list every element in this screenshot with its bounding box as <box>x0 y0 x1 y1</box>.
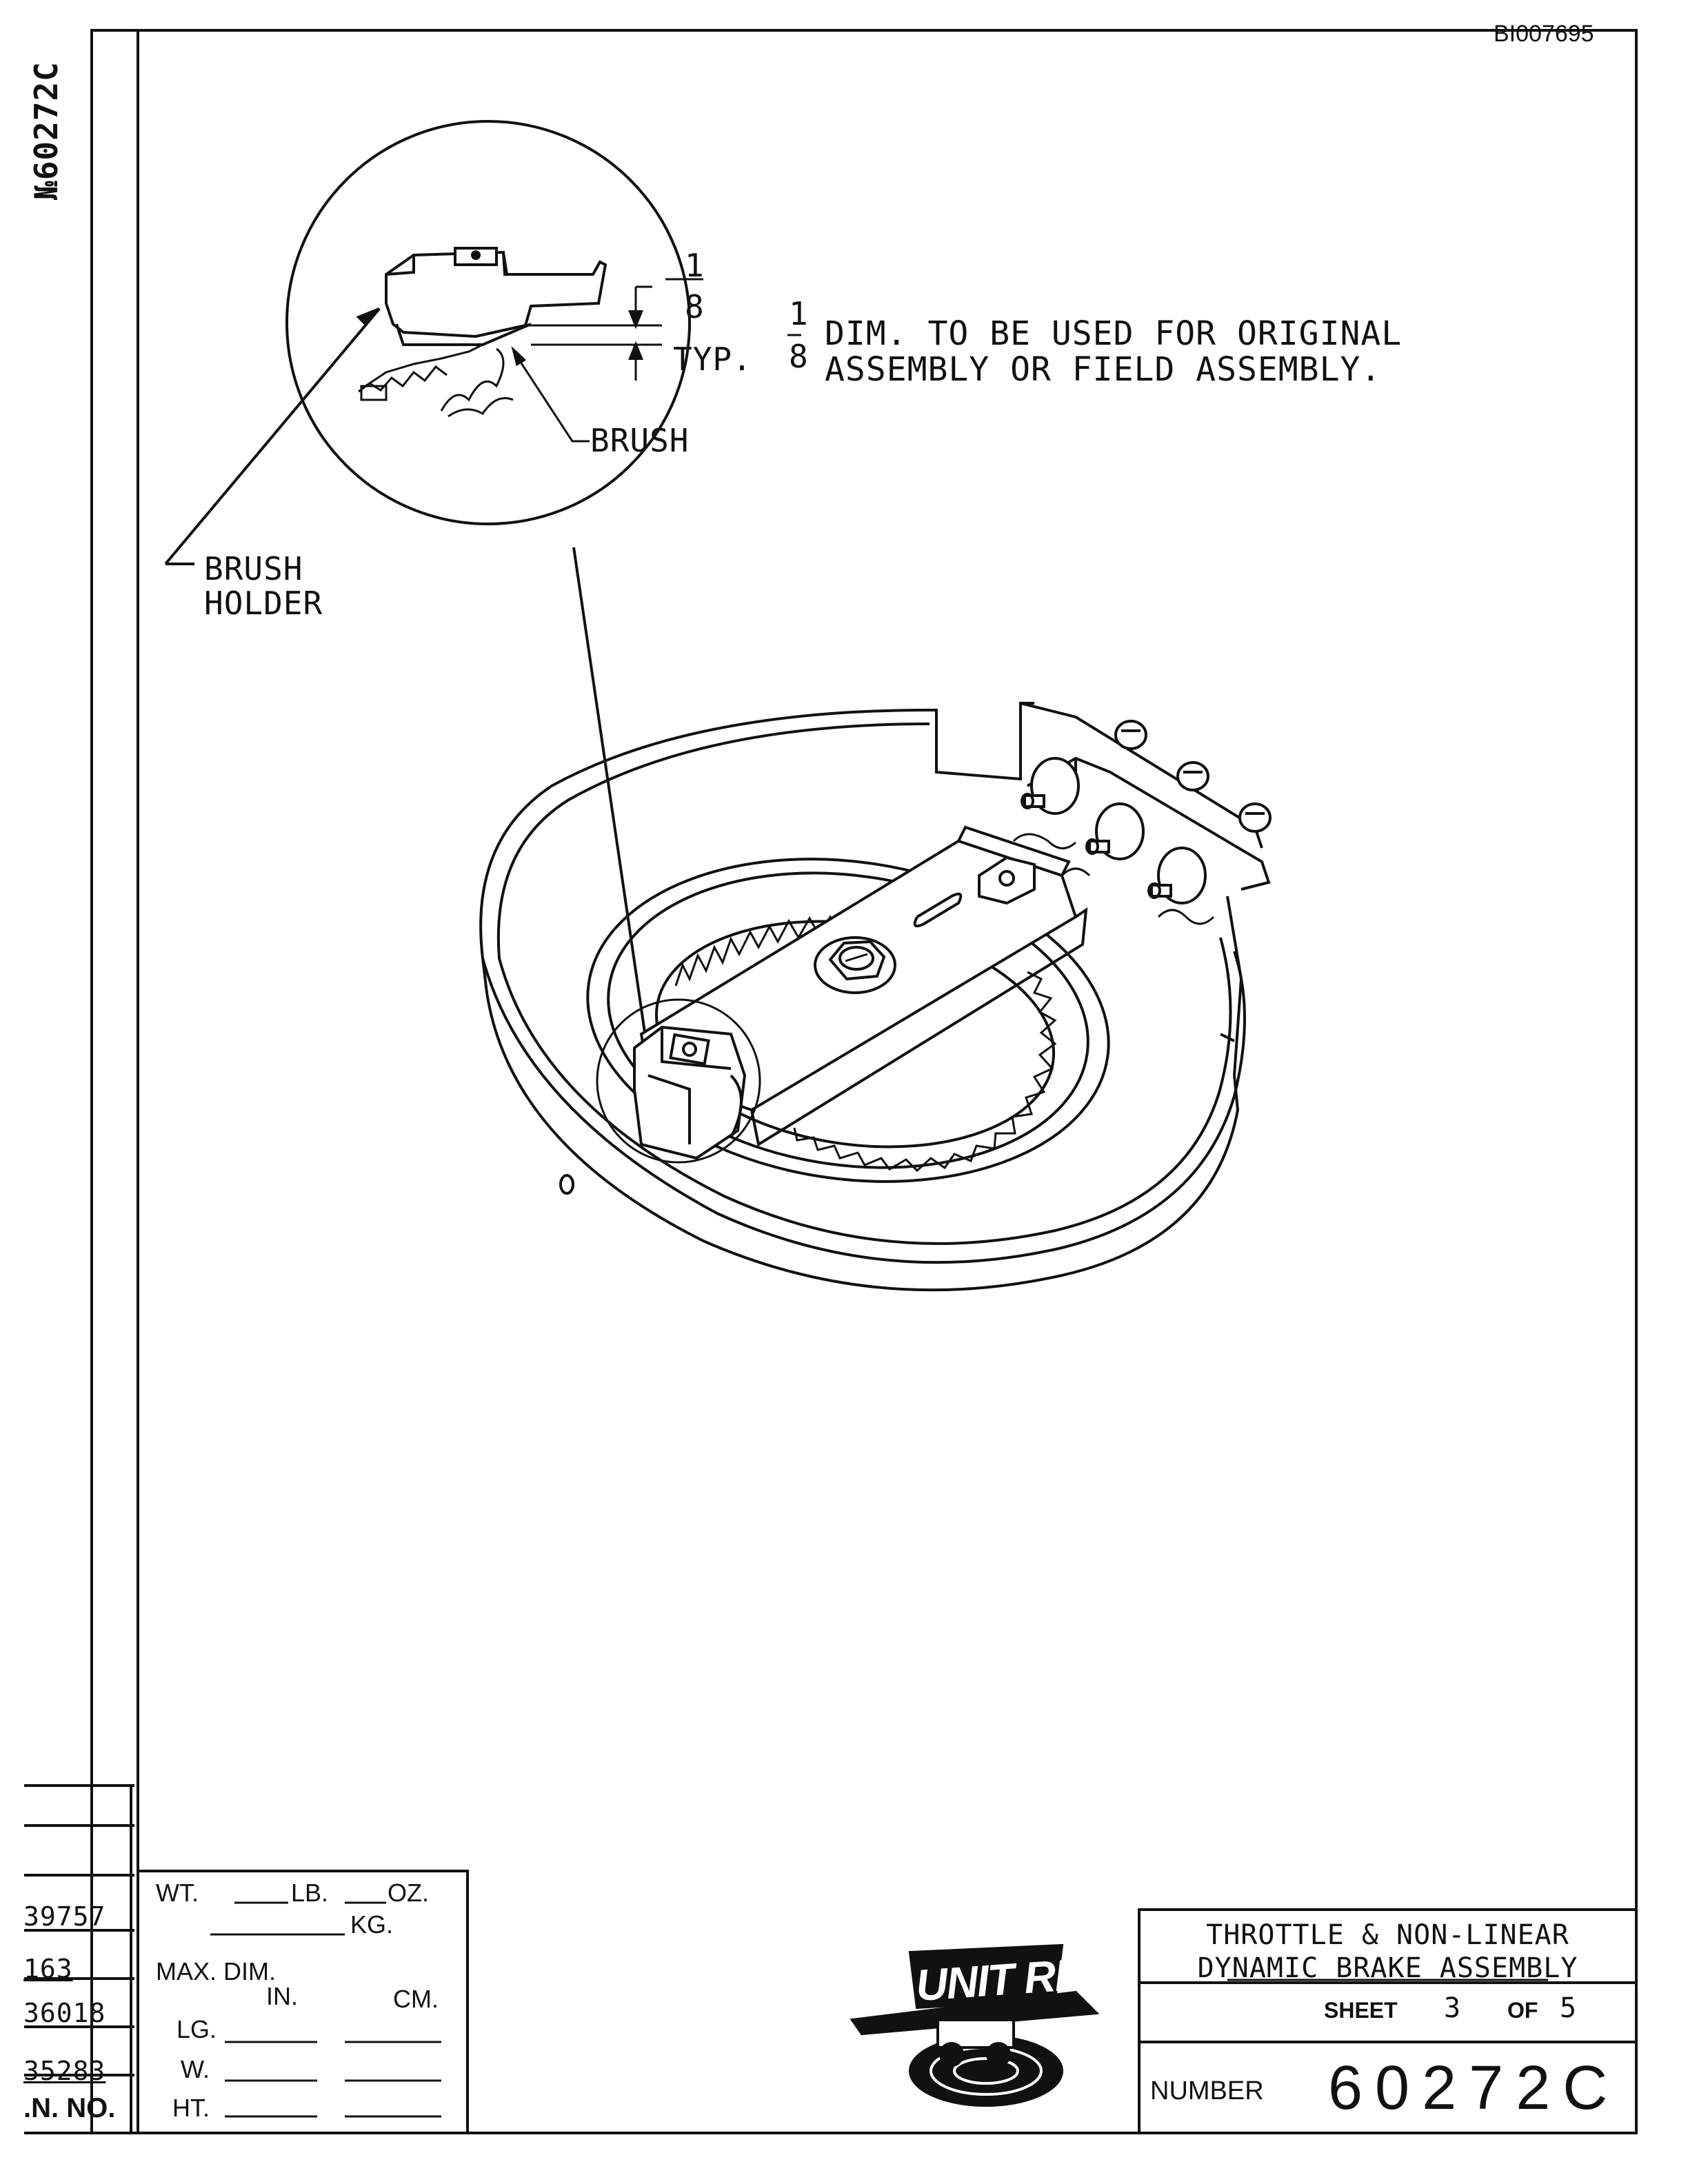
sheet-total: 5 <box>1560 1992 1578 2024</box>
brush-holder-label-line2: HOLDER <box>204 585 323 622</box>
drawing-number: 60272C <box>1328 2054 1620 2123</box>
revision-entry: 39757 <box>23 1901 106 1932</box>
kg-label: KG. <box>350 1910 394 1939</box>
gear-teeth <box>674 915 841 987</box>
housing-rim <box>479 709 1246 1264</box>
side-drawing-number: №60272C <box>28 61 65 200</box>
detail-fraction-numerator: 1 <box>685 247 705 284</box>
brake-assembly <box>479 702 1272 1292</box>
sheet-label: SHEET <box>1324 1998 1398 2023</box>
weights-box <box>137 1870 469 2134</box>
detail-fraction-denominator: 8 <box>685 288 705 325</box>
revision-entry: 35283 <box>23 2056 106 2086</box>
lg-label: LG. <box>177 2015 217 2043</box>
revision-entry: 36018 <box>23 1998 106 2028</box>
brush-label: BRUSH <box>590 422 690 459</box>
note-fraction-denominator: 8 <box>789 338 809 375</box>
w-label: W. <box>181 2055 210 2083</box>
number-label: NUMBER <box>1150 2076 1264 2105</box>
terminal-posts <box>1012 720 1272 1076</box>
sheet-number: 3 <box>1444 1992 1462 2024</box>
note-line-1: DIM. TO BE USED FOR ORIGINAL <box>825 314 1403 353</box>
title-block <box>1138 1908 1638 2134</box>
wt-label: WT. <box>156 1879 199 1907</box>
note-fraction-numerator: 1 <box>789 295 809 332</box>
of-label: OF <box>1507 1998 1538 2023</box>
title-line-2: DYNAMIC BRAKE ASSEMBLY <box>1197 1952 1578 1984</box>
cm-label: CM. <box>393 1985 439 2013</box>
bates-number: BI007695 <box>1494 21 1594 47</box>
detail-circle <box>285 120 691 525</box>
in-label: IN. <box>266 1982 299 2010</box>
detail-leader <box>572 547 655 1094</box>
title-line-1: THROTTLE & NON-LINEAR <box>1206 1919 1569 1951</box>
drawing-border <box>90 29 1638 2134</box>
ht-label: HT. <box>172 2094 210 2122</box>
typ-label: TYP. <box>673 341 752 378</box>
unit-rig-logo <box>850 1943 1100 2107</box>
revision-number-label: .N. NO. <box>23 2093 116 2123</box>
lb-label: LB. <box>291 1879 329 1907</box>
oz-label: OZ. <box>388 1879 429 1907</box>
detail-view <box>164 120 801 1094</box>
max-dim-label: MAX. DIM. <box>156 1957 277 1985</box>
note-line-2: ASSEMBLY OR FIELD ASSEMBLY. <box>825 350 1382 389</box>
revision-entry: 163 <box>23 1954 73 1984</box>
brush-holder-label-line1: BRUSH <box>204 550 303 587</box>
